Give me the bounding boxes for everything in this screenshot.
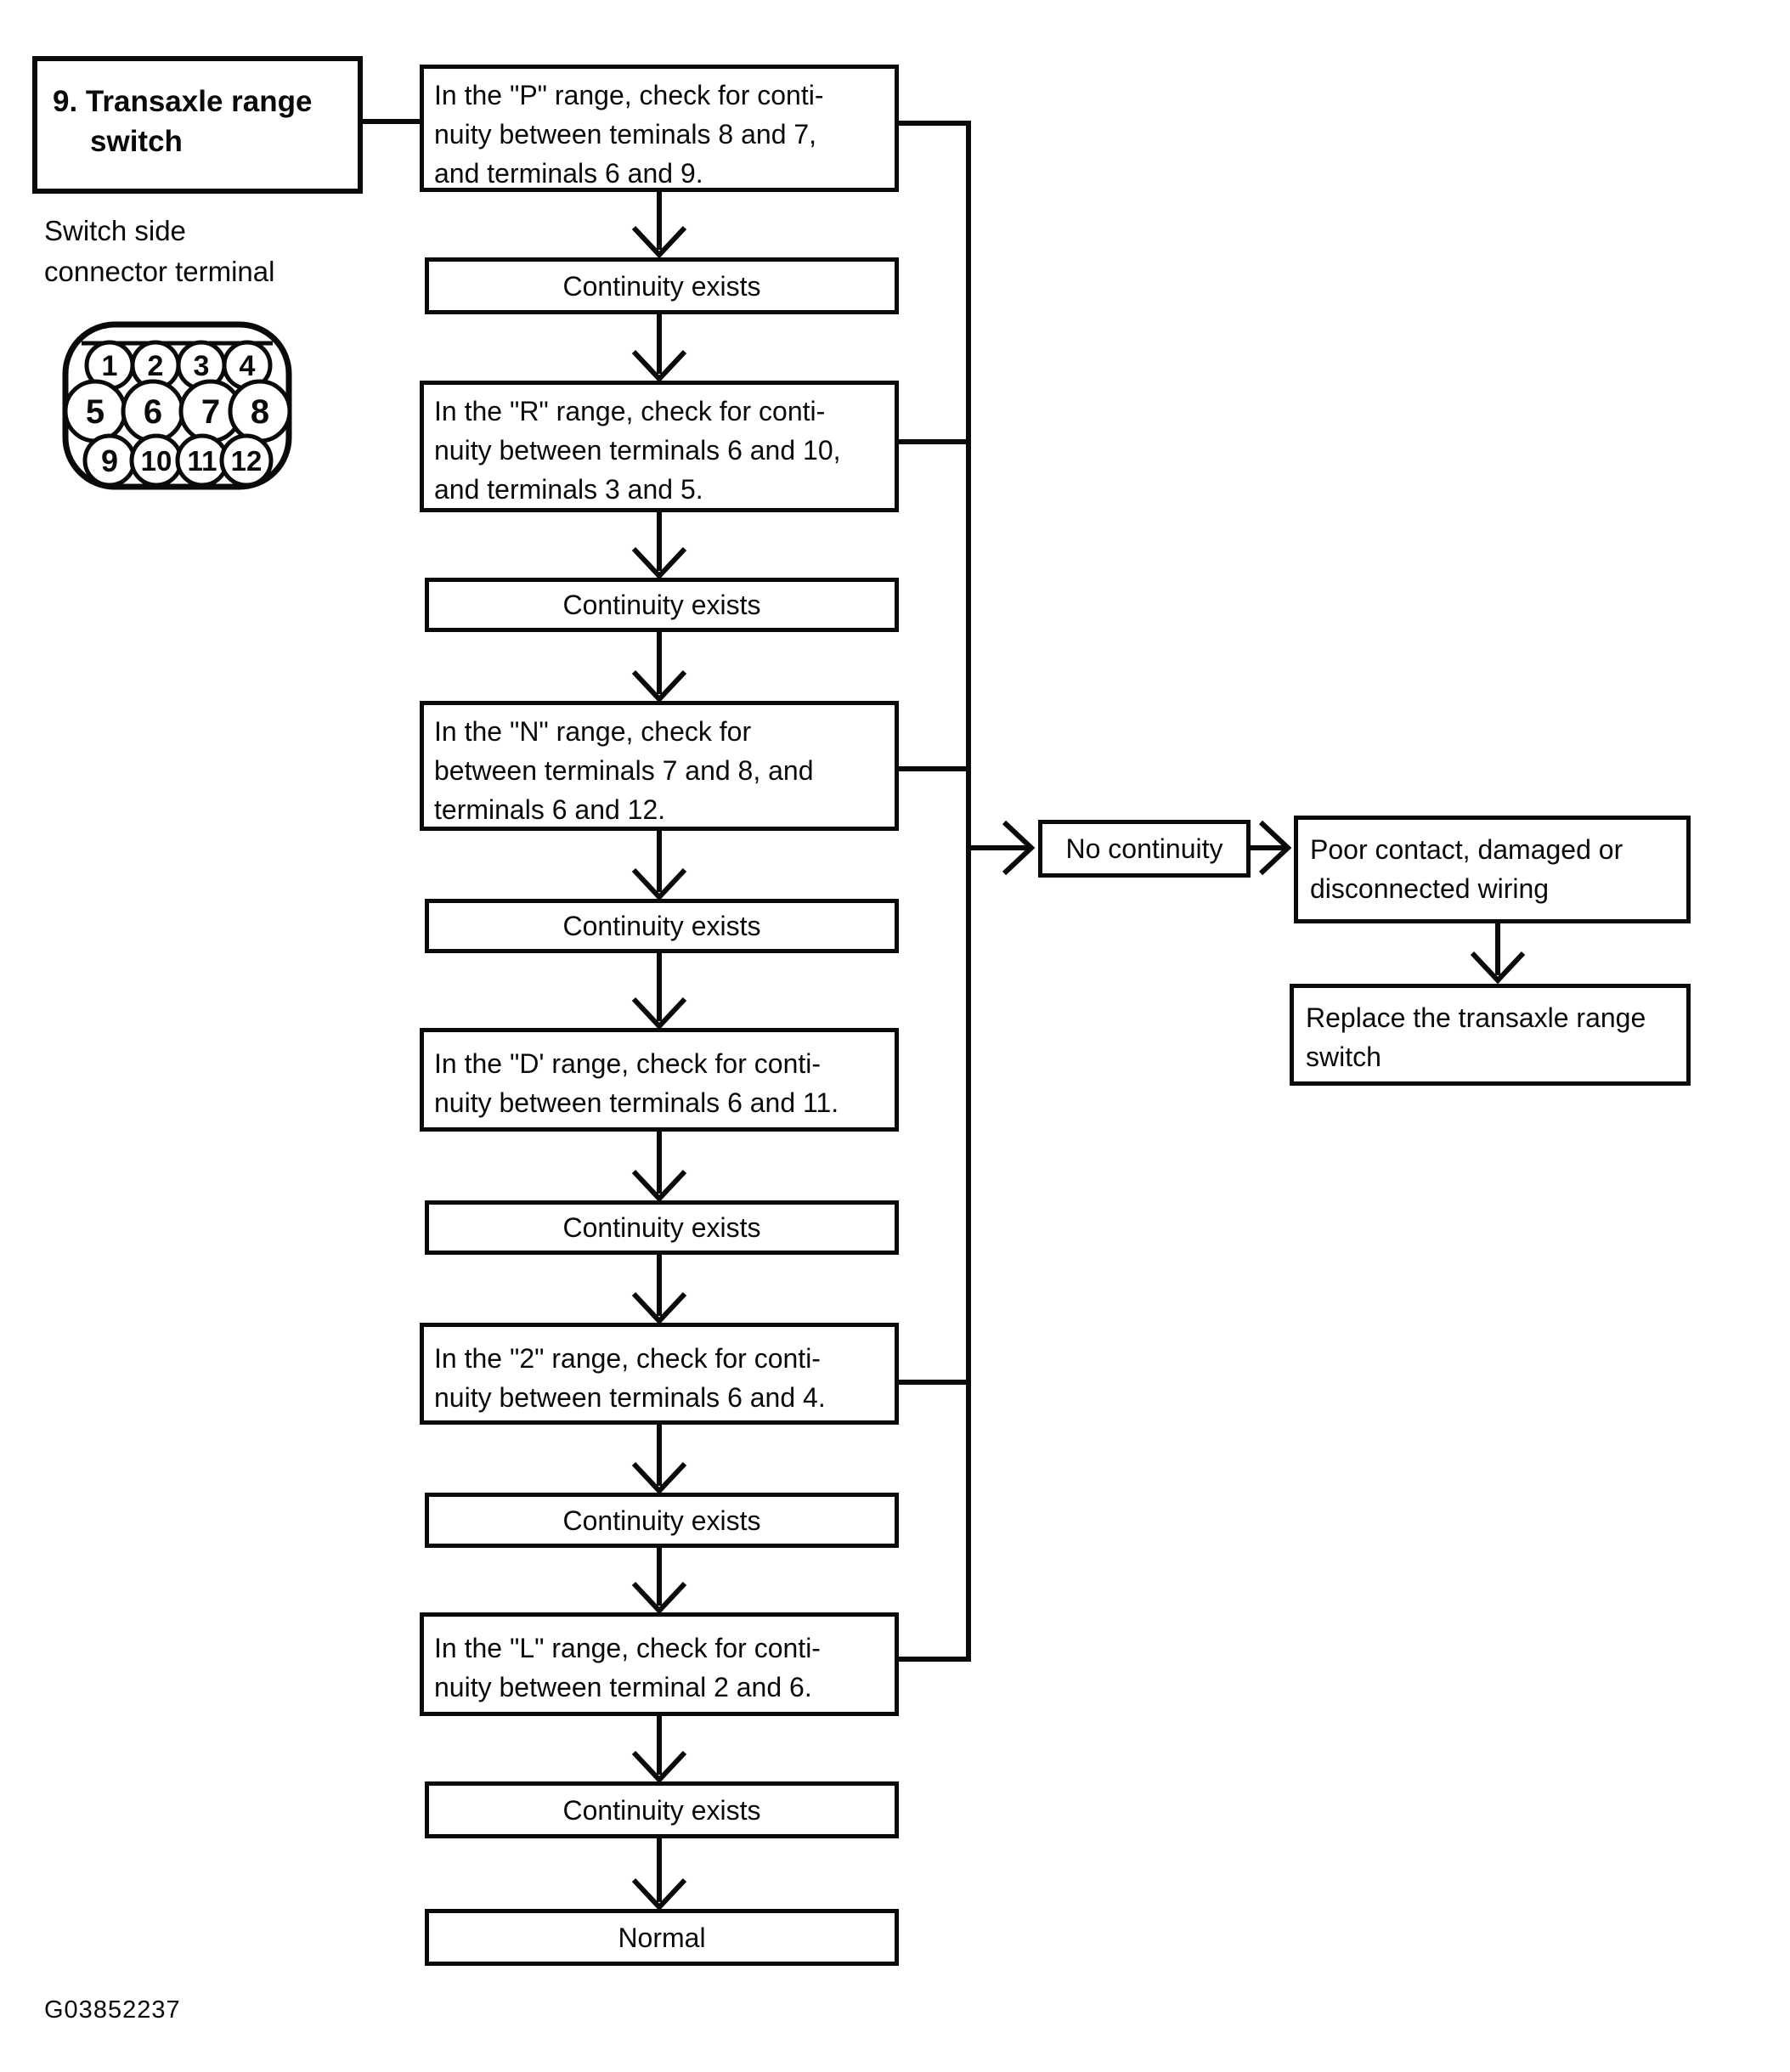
arrow-collector-to-no-continuity <box>968 820 1036 876</box>
terminal-number: 8 <box>251 393 269 431</box>
text-line: nuity between terminals 6 and 11. <box>434 1087 839 1118</box>
terminal-number: 5 <box>86 393 104 431</box>
replace-switch-box: Replace the transaxle range switch <box>1290 984 1691 1086</box>
connector-terminal-diagram: 1 2 3 4 5 6 7 8 9 10 11 12 <box>62 321 292 490</box>
arrow-ce2-to-n <box>631 632 687 703</box>
terminal-number: 2 <box>148 350 164 382</box>
text-line: nuity between terminals 6 and 10, <box>434 435 841 466</box>
text-line: between terminals 7 and 8, and <box>434 755 814 786</box>
text-line: and terminals 6 and 9. <box>434 158 703 189</box>
text-line: nuity between terminal 2 and 6. <box>434 1672 812 1702</box>
arrow-ce4-to-2 <box>631 1255 687 1325</box>
result-label: Continuity exists <box>562 270 761 302</box>
text-line: In the "N" range, check for <box>434 716 752 747</box>
text-line: Replace the transaxle range <box>1306 1002 1646 1033</box>
step-d-range-box: In the "D' range, check for conti- nuity… <box>420 1028 899 1132</box>
arrow-r-to-ce2 <box>631 512 687 580</box>
result-label: Normal <box>618 1922 706 1953</box>
figure-id: G03852237 <box>44 1996 181 2024</box>
result-label: Continuity exists <box>562 1794 761 1826</box>
result-continuity-exists-4: Continuity exists <box>425 1200 899 1255</box>
result-continuity-exists-6: Continuity exists <box>425 1781 899 1838</box>
result-continuity-exists-2: Continuity exists <box>425 578 899 632</box>
arrow-ce1-to-r <box>631 314 687 383</box>
text-line: switch <box>1306 1042 1381 1072</box>
terminal-number: 10 <box>141 445 172 477</box>
text-line: terminals 6 and 12. <box>434 794 666 825</box>
terminal-number: 7 <box>201 393 220 431</box>
arrow-d-to-ce4 <box>631 1132 687 1203</box>
terminal-number: 9 <box>101 443 118 478</box>
poor-contact-box: Poor contact, damaged or disconnected wi… <box>1294 816 1691 923</box>
arrow-ce3-to-d <box>631 953 687 1030</box>
text-line: In the "R" range, check for conti- <box>434 396 826 426</box>
arrow-p-to-ce1 <box>631 192 687 259</box>
arrow-no-continuity-to-poor-contact <box>1251 820 1292 876</box>
terminal-number: 3 <box>194 350 210 382</box>
text-line: In the "L" range, check for conti- <box>434 1633 821 1663</box>
text-line: disconnected wiring <box>1310 873 1550 904</box>
result-continuity-exists-1: Continuity exists <box>425 257 899 314</box>
text-line: nuity between terminals 6 and 4. <box>434 1382 826 1413</box>
terminal-number: 4 <box>240 350 256 382</box>
step-n-range-box: In the "N" range, check for between term… <box>420 701 899 831</box>
result-label: No continuity <box>1065 833 1223 864</box>
step-r-range-box: In the "R" range, check for conti- nuity… <box>420 381 899 512</box>
text-line: In the "2" range, check for conti- <box>434 1343 821 1374</box>
terminal-number: 11 <box>188 445 217 477</box>
result-continuity-exists-3: Continuity exists <box>425 899 899 953</box>
procedure-title-box: 9. Transaxle range switch <box>32 56 363 194</box>
arrow-ce6-to-normal <box>631 1838 687 1911</box>
text-line: and terminals 3 and 5. <box>434 474 703 505</box>
result-label: Continuity exists <box>562 1212 761 1243</box>
text-line: nuity between teminals 8 and 7, <box>434 119 817 150</box>
result-label: Continuity exists <box>562 1505 761 1536</box>
step-p-range-box: In the "P" range, check for conti- nuity… <box>420 65 899 192</box>
terminal-number: 1 <box>102 350 118 382</box>
arrow-2-to-ce5 <box>631 1425 687 1495</box>
step-l-range-box: In the "L" range, check for conti- nuity… <box>420 1612 899 1716</box>
arrow-ce5-to-l <box>631 1548 687 1615</box>
no-continuity-box: No continuity <box>1038 820 1251 878</box>
result-normal-box: Normal <box>425 1909 899 1966</box>
connector-caption: Switch side connector terminal <box>44 215 275 287</box>
arrow-l-to-ce6 <box>631 1716 687 1784</box>
text-line: Poor contact, damaged or <box>1310 834 1623 865</box>
result-label: Continuity exists <box>562 911 761 941</box>
text-line: In the "P" range, check for conti- <box>434 80 824 110</box>
text-line: In the "D' range, check for conti- <box>434 1048 822 1079</box>
procedure-title: 9. Transaxle range switch <box>53 85 313 158</box>
arrow-poor-contact-to-replace <box>1470 923 1526 985</box>
result-continuity-exists-5: Continuity exists <box>425 1493 899 1548</box>
terminal-number: 6 <box>144 393 162 431</box>
terminal-circle-12 <box>219 433 274 488</box>
terminal-number: 12 <box>231 445 263 477</box>
arrow-n-to-ce3 <box>631 831 687 901</box>
result-label: Continuity exists <box>562 590 761 620</box>
step-2-range-box: In the "2" range, check for conti- nuity… <box>420 1323 899 1425</box>
